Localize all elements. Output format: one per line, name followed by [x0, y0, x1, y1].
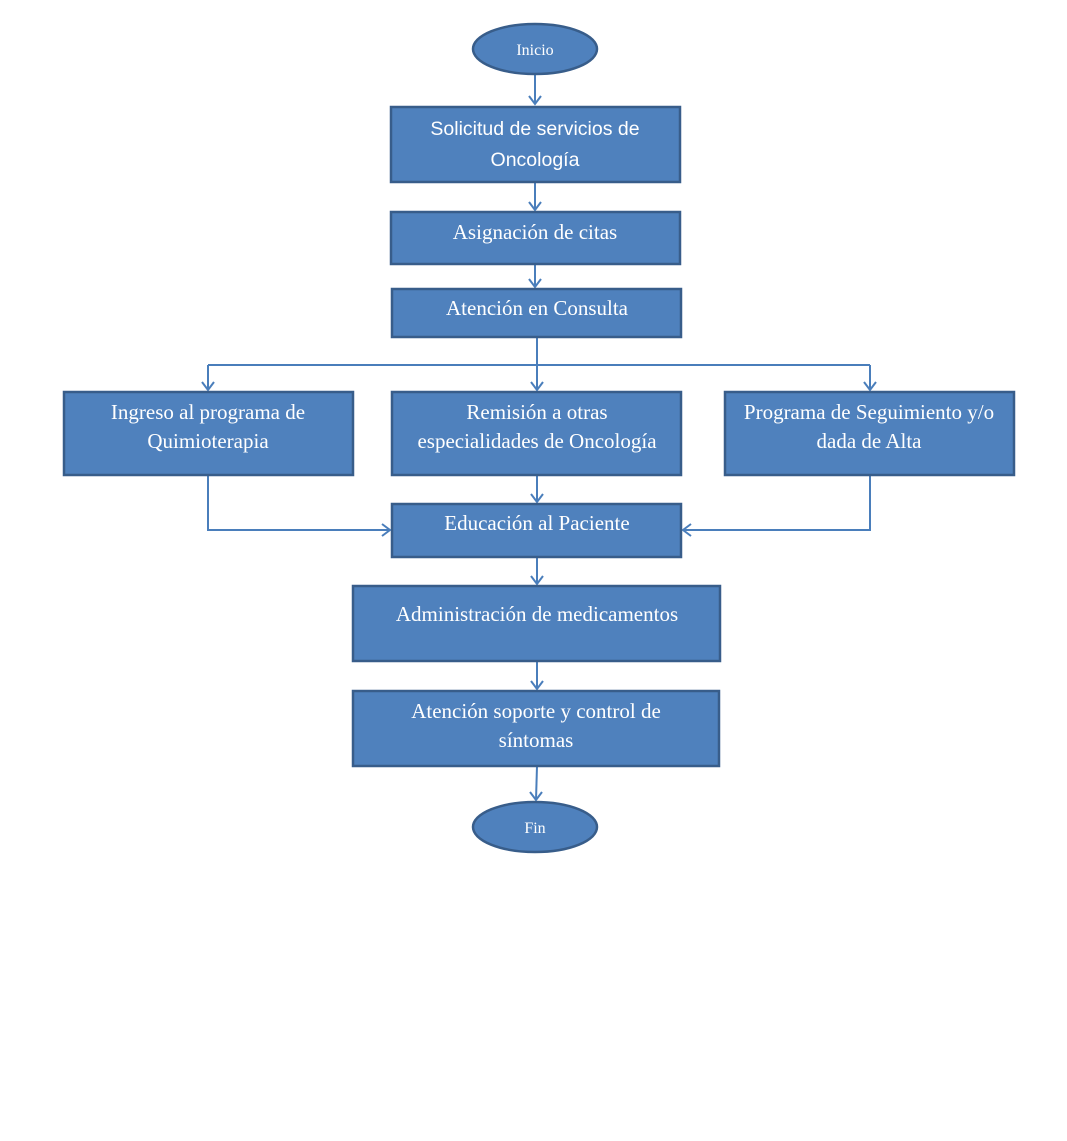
connector-programa-educacion — [683, 475, 871, 531]
process-box-educacion — [390, 502, 683, 559]
node-atencion-consulta-label: Atención en Consulta — [446, 296, 629, 320]
process-box-asignacion — [389, 210, 682, 266]
node-administracion-label: Administración de medicamentos — [396, 602, 678, 626]
arrowhead-asignacion — [528, 201, 542, 212]
node-solicitud: Solicitud de servicios de Oncología — [389, 105, 682, 184]
process-box-atencion-consulta — [390, 287, 683, 339]
arrowhead-solicitud — [528, 95, 542, 106]
process-box-remision — [390, 390, 683, 477]
connector-ingreso-educacion — [207, 475, 390, 531]
node-atencion-soporte-line-2: síntomas — [499, 728, 574, 752]
arrowhead-soporte — [530, 680, 544, 691]
node-asignacion: Asignación de citas — [389, 210, 682, 266]
node-solicitud-line-2: Oncología — [491, 149, 580, 171]
node-remision-line-2: especialidades de Oncología — [417, 429, 657, 453]
node-atencion-consulta: Atención en Consulta — [390, 287, 683, 339]
node-programa: Programa de Seguimiento y/o dada de Alta — [723, 390, 1016, 477]
node-programa-line-1: Programa de Seguimiento y/o — [744, 400, 994, 424]
node-fin-label: Fin — [524, 820, 545, 837]
node-atencion-soporte-line-1: Atención soporte y control de — [411, 699, 661, 723]
node-educacion-label: Educación al Paciente — [444, 511, 629, 535]
node-ingreso-line-2: Quimioterapia — [147, 429, 269, 453]
node-ingreso-line-1: Ingreso al programa de — [111, 400, 305, 424]
arrowhead-consulta — [528, 278, 542, 289]
process-box-ingreso — [62, 390, 355, 477]
node-inicio: Inicio — [471, 22, 599, 76]
node-solicitud-line-1: Solicitud de servicios de — [430, 118, 639, 140]
arrowhead-educacion-left — [381, 523, 392, 537]
node-educacion: Educación al Paciente — [390, 502, 683, 559]
process-box-programa — [723, 390, 1016, 477]
end-ellipse — [471, 800, 599, 854]
node-remision: Remisión a otras especialidades de Oncol… — [390, 390, 683, 477]
arrowhead-educacion-right — [681, 523, 692, 537]
node-administracion: Administración de medicamentos — [351, 584, 722, 663]
node-atencion-soporte: Atención soporte y control de síntomas — [351, 689, 721, 768]
connector-soporte-fin — [535, 765, 538, 801]
process-box-atencion-soporte — [351, 689, 721, 768]
start-ellipse — [471, 22, 599, 76]
arrowhead-fin — [529, 791, 543, 802]
arrowhead-ingreso — [201, 381, 215, 392]
node-remision-line-1: Remisión a otras — [466, 400, 607, 424]
connectors — [201, 75, 877, 802]
node-ingreso: Ingreso al programa de Quimioterapia — [62, 390, 355, 477]
node-inicio-label: Inicio — [516, 42, 553, 59]
arrowhead-remision — [530, 381, 544, 392]
node-fin: Fin — [471, 800, 599, 854]
node-programa-line-2: dada de Alta — [817, 429, 923, 453]
arrowhead-educacion-top — [530, 493, 544, 504]
arrowhead-administracion — [530, 575, 544, 586]
process-box-solicitud — [389, 105, 682, 184]
node-asignacion-label: Asignación de citas — [453, 220, 617, 244]
arrowhead-programa — [863, 381, 877, 392]
process-box-administracion — [351, 584, 722, 663]
